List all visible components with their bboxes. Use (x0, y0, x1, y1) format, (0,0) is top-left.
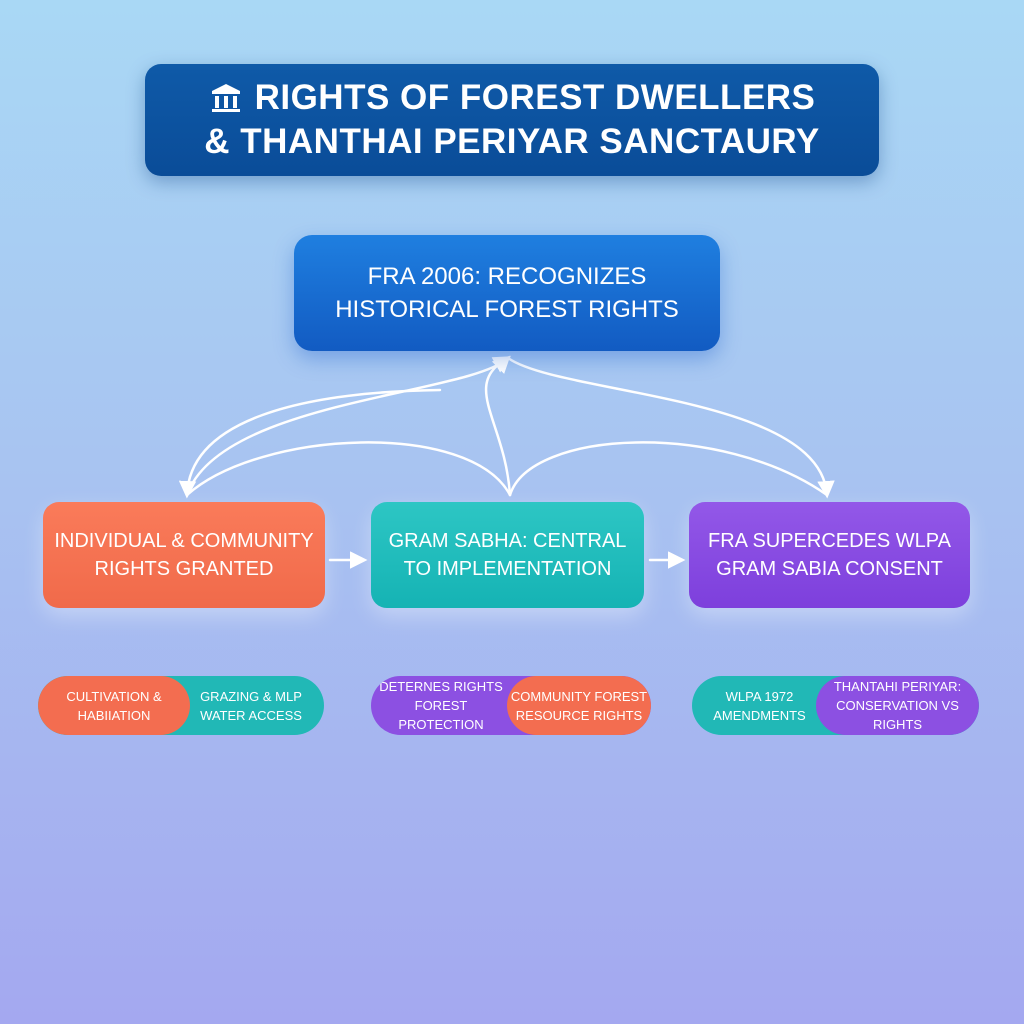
pill-conservation-vs-rights: THANTAHI PERIYAR: CONSERVATION VS RIGHTS (816, 676, 979, 735)
pill-text: DETERNES RIGHTS (379, 679, 503, 694)
pill-wlpa-amendments: WLPA 1972 AMENDMENTS (692, 676, 827, 735)
pill-grazing-water: GRAZING & MLP WATER ACCESS (178, 676, 324, 735)
pill-text: THANTAHI PERIYAR: (833, 679, 962, 694)
root-line-2: HISTORICAL FOREST RIGHTS (335, 296, 679, 323)
node-line-1: GRAM SABHA: CENTRAL (388, 530, 627, 552)
title-line-2: & THANTHAI PERIYAR SANCTAURY (204, 122, 820, 161)
diagram-title: RIGHTS OF FOREST DWELLERS & THANTHAI PER… (145, 64, 879, 176)
pill-text: CULTIVATION & (66, 688, 162, 704)
node-line-2: TO IMPLEMENTATION (403, 558, 612, 580)
pill-text: HABIIATION (77, 707, 151, 723)
pill-wlpa-details: WLPA 1972 AMENDMENTS THANTAHI PERIYAR: C… (692, 676, 979, 735)
pill-text: AMENDMENTS (713, 707, 806, 723)
root-line-1: FRA 2006: RECOGNIZES (367, 263, 647, 290)
arrow-root-to-right (506, 356, 835, 499)
arrow-mid-up (484, 356, 512, 497)
title-line-1: RIGHTS OF FOREST DWELLERS (254, 78, 816, 117)
root-node-fra-2006: FRA 2006: RECOGNIZES HISTORICAL FOREST R… (294, 235, 720, 351)
arrow-mid-arc (508, 441, 829, 497)
node-gram-sabha: GRAM SABHA: CENTRAL TO IMPLEMENTATION (371, 502, 644, 608)
government-building-icon (211, 84, 240, 112)
pill-determines-rights: DETERNES RIGHTS FOREST PROTECTION (371, 676, 511, 735)
arrow-root-to-left (178, 388, 442, 499)
node-line-2: GRAM SABIA CONSENT (716, 558, 943, 580)
arrow-left-arc (185, 441, 512, 497)
node-line-2: RIGHTS GRANTED (94, 558, 274, 580)
pill-text: WLPA 1972 (725, 688, 794, 704)
node-line-1: FRA SUPERCEDES WLPA (707, 530, 952, 552)
pill-cultivation-habitation: CULTIVATION & HABIIATION (38, 676, 190, 735)
pill-rights-details: GRAZING & MLP WATER ACCESS CULTIVATION &… (38, 676, 324, 735)
pill-gram-sabha-details: DETERNES RIGHTS FOREST PROTECTION COMMUN… (371, 676, 651, 735)
arrow-left-to-root (185, 355, 511, 497)
node-line-1: INDIVIDUAL & COMMUNITY (54, 530, 314, 552)
pill-community-forest-resource: COMMUNITY FOREST RESOURCE RIGHTS (507, 676, 651, 735)
pill-text: COMMUNITY FOREST (510, 688, 648, 704)
pill-text: CONSERVATION VS RIGHTS (836, 698, 959, 732)
node-fra-supercedes-wlpa: FRA SUPERCEDES WLPA GRAM SABIA CONSENT (689, 502, 970, 608)
pill-text: FOREST PROTECTION (398, 698, 484, 732)
node-individual-community-rights: INDIVIDUAL & COMMUNITY RIGHTS GRANTED (43, 502, 325, 608)
pill-text: RESOURCE RIGHTS (515, 707, 643, 723)
pill-text: WATER ACCESS (200, 707, 302, 723)
pill-text: GRAZING & MLP (200, 688, 302, 704)
